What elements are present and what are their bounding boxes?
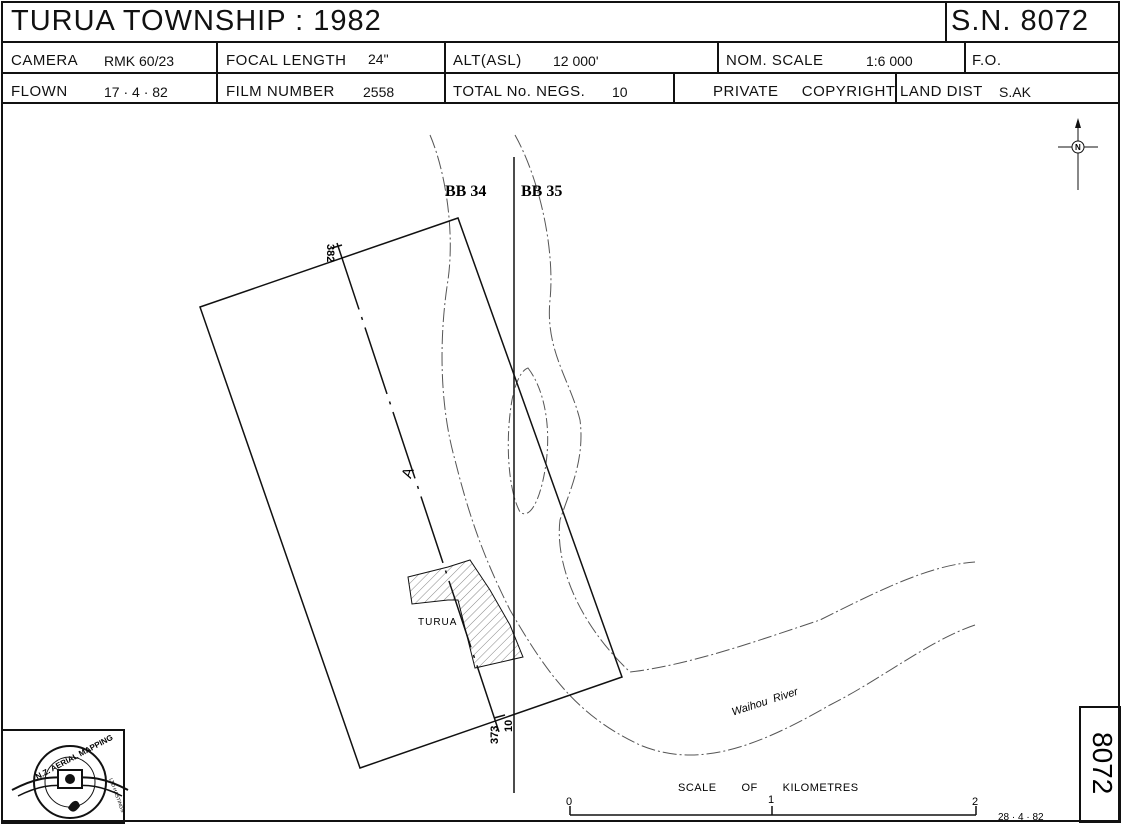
altitude-value: 12 000' [553,53,599,69]
nominal-scale-label: NOM. SCALE [726,52,824,69]
row2-divider-3 [717,42,719,73]
header-rule-2 [2,72,1119,74]
flown-label: FLOWN [11,83,68,100]
photo-coverage-rectangle [199,217,623,769]
run-label: A [399,465,418,480]
row3-divider-2 [895,73,897,103]
river-west-bank [429,134,976,756]
total-negs-value: 10 [612,84,628,100]
film-number-label: FILM NUMBER [226,83,335,100]
focal-length-value: 24" [368,51,389,67]
turua-town-area [407,559,524,669]
photo-number-end-bottom: 373 [489,726,501,744]
flown-value: 17 · 4 · 82 [104,84,168,100]
scale-bar [569,806,977,816]
camera-label: CAMERA [11,52,79,69]
header-rule-3 [2,102,1119,104]
flight-line-end-tick [493,714,506,719]
land-district-value: S.AK [999,84,1031,100]
row2-divider-2 [444,42,446,102]
river-east-bank [514,134,976,673]
sheet-label-bb35: BB 35 [521,183,562,200]
scale-tick-1: 1 [768,794,774,806]
focal-length-label: FOCAL LENGTH [226,52,347,69]
total-negs-label: TOTAL No. NEGS. [453,83,586,100]
row3-divider-1 [673,73,675,103]
film-number-value: 2558 [363,84,395,100]
logo-text-side: LTD HASTINGS [107,777,125,814]
scale-tick-2: 2 [972,796,978,808]
scale-title: SCALE OF KILOMETRES [678,782,859,794]
photo-number-end-top: 10 [503,720,515,732]
sheet-label-bb34: BB 34 [445,183,486,200]
side-number: 8072 [1087,732,1118,794]
fo-label: F.O. [972,52,1002,69]
survey-number: S.N. 8072 [951,5,1089,37]
river-label: Waihou River [730,685,800,718]
north-letter: N [1075,143,1081,152]
header-rule-1 [2,41,1119,43]
copyright-label: PRIVATE COPYRIGHT [713,83,896,100]
logo-box [1,729,125,824]
side-number-box [1079,706,1121,823]
camera-value: RMK 60/23 [104,53,175,69]
land-district-label: LAND DIST [900,83,983,100]
scale-tick-0: 0 [566,796,572,808]
town-label: TURUA [418,617,457,628]
aerial-mapping-logo [11,745,129,819]
title-divider [945,2,947,42]
row2-divider-4 [964,42,966,73]
map-title: TURUA TOWNSHIP : 1982 [11,5,382,37]
date-stamp: 28 · 4 · 82 [998,812,1044,823]
photo-number-start: 382 [324,244,336,262]
nominal-scale-value: 1:6 000 [866,53,913,69]
row2-divider-1 [216,42,218,102]
flight-line-start-tick [331,244,343,249]
north-arrow [1058,118,1098,190]
altitude-label: ALT(ASL) [453,52,522,69]
